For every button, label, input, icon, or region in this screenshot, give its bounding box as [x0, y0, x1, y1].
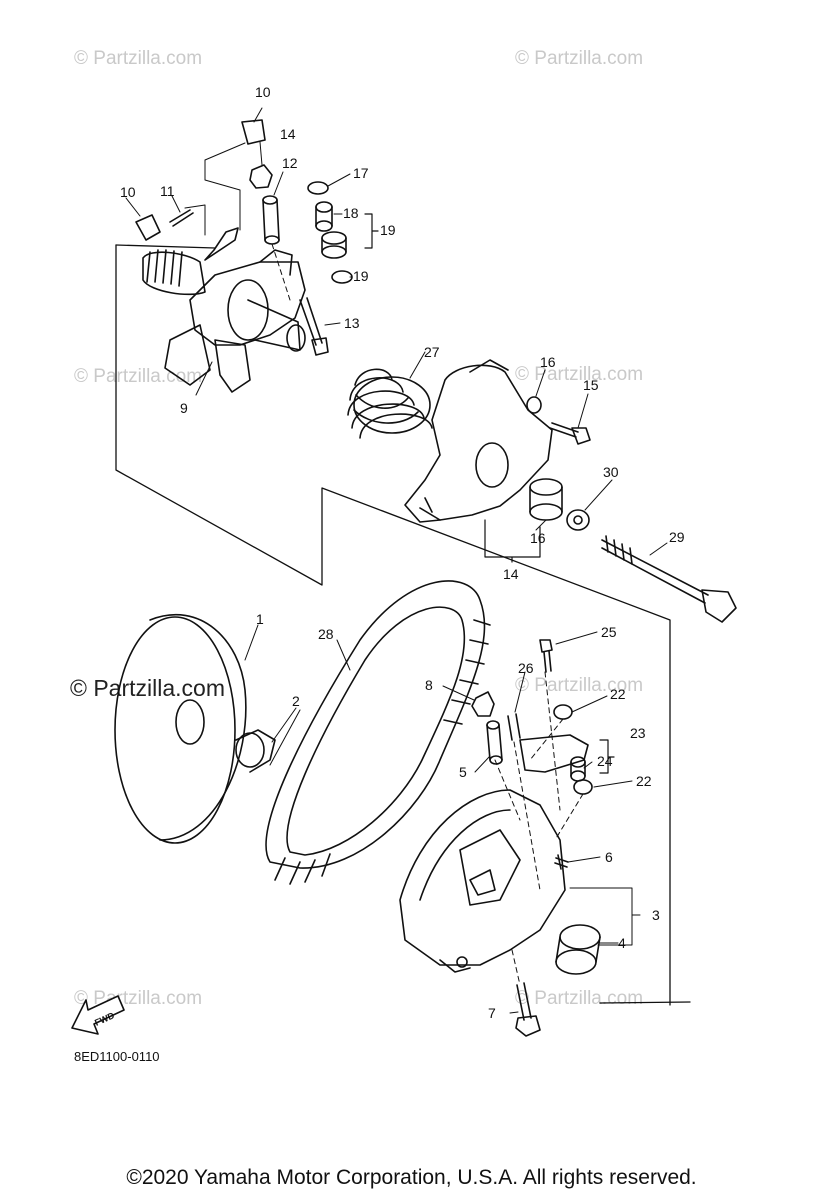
callout-label: 14	[280, 126, 296, 142]
watermark: © Partzilla.com	[74, 48, 203, 69]
callout-label: 28	[318, 626, 334, 642]
callout-label: 10	[120, 184, 136, 200]
watermark-dark: © Partzilla.com	[70, 675, 225, 701]
callout-label: 19	[353, 268, 369, 284]
part-28-belt	[265, 580, 491, 885]
part-7-bolt	[515, 982, 541, 1037]
callout-label: 19	[380, 222, 396, 238]
callout-label: 11	[160, 183, 175, 199]
part-16-bushing	[529, 478, 563, 521]
part-22-washer	[553, 704, 573, 720]
part-1-sheave	[114, 614, 247, 844]
callout-label: 4	[618, 935, 626, 951]
callout-label: 8	[425, 677, 433, 693]
part-9-primary-shaft	[142, 227, 306, 393]
watermark: © Partzilla.com	[515, 364, 644, 385]
part-2-bushing	[235, 729, 276, 773]
callout-label: 1	[256, 611, 264, 627]
part-18-washer	[526, 396, 542, 414]
callout-label: 22	[610, 686, 626, 702]
part-8-nut	[471, 691, 495, 717]
callout-label: 6	[605, 849, 613, 865]
callout-label: 16	[530, 530, 546, 546]
callout-label: 17	[353, 165, 369, 181]
assembly-outline	[115, 244, 691, 1006]
part-11-pin	[169, 209, 194, 227]
part-19-washer	[331, 270, 353, 284]
part-25-screw	[539, 639, 553, 673]
callout-label: 30	[603, 464, 619, 480]
part-21-bushing	[315, 201, 333, 232]
part-27-spring	[347, 368, 433, 439]
part-17-bolt	[549, 422, 591, 445]
callout-label: 29	[669, 529, 685, 545]
callout-label: 23	[630, 725, 646, 741]
callout-label: 7	[488, 1005, 496, 1021]
callout-label: 22	[636, 773, 652, 789]
callout-label: 9	[180, 400, 188, 416]
callout-label: 12	[282, 155, 298, 171]
part-19-washer	[307, 181, 329, 195]
callout-label: 5	[459, 764, 467, 780]
part-20-roller	[321, 231, 347, 259]
callout-label: 16	[540, 354, 556, 370]
callout-label: 27	[424, 344, 440, 360]
part-5-sleeve	[486, 720, 503, 765]
callout-label: 10	[255, 84, 271, 100]
part-10-weight	[135, 119, 266, 241]
part-6-screw	[554, 854, 569, 870]
callout-label: 3	[652, 907, 660, 923]
fwd-arrow-icon: FWD	[71, 995, 125, 1035]
part-30-washer	[566, 509, 590, 531]
callout-label: 13	[344, 315, 360, 331]
part-24-roller	[570, 756, 586, 782]
callout-labels: 10 10 11 14 12 17 18 19 19 13 9 27 16 15…	[120, 84, 685, 1021]
callout-label: 24	[597, 753, 613, 769]
callout-label: 18	[343, 205, 359, 221]
diagram-code: 8ED1100-0110	[74, 1049, 160, 1064]
part-14-nut	[249, 164, 273, 189]
part-29-long-bolt	[601, 535, 737, 623]
part-4-bushing	[555, 924, 601, 975]
callout-label: 2	[292, 693, 300, 709]
watermark: © Partzilla.com	[515, 988, 644, 1009]
part-3-sheave-housing	[399, 789, 566, 973]
callout-label: 14	[503, 566, 519, 582]
part-12-sleeve	[262, 195, 280, 245]
part-13-bolt	[299, 297, 329, 356]
part-22-washer	[573, 779, 593, 795]
part-26-pin	[507, 713, 521, 741]
callout-label: 25	[601, 624, 617, 640]
watermark: © Partzilla.com	[515, 48, 644, 69]
copyright-notice: ©2020 Yamaha Motor Corporation, U.S.A. A…	[126, 1166, 697, 1189]
callout-label: 15	[583, 377, 599, 393]
callout-label: 26	[518, 660, 534, 676]
